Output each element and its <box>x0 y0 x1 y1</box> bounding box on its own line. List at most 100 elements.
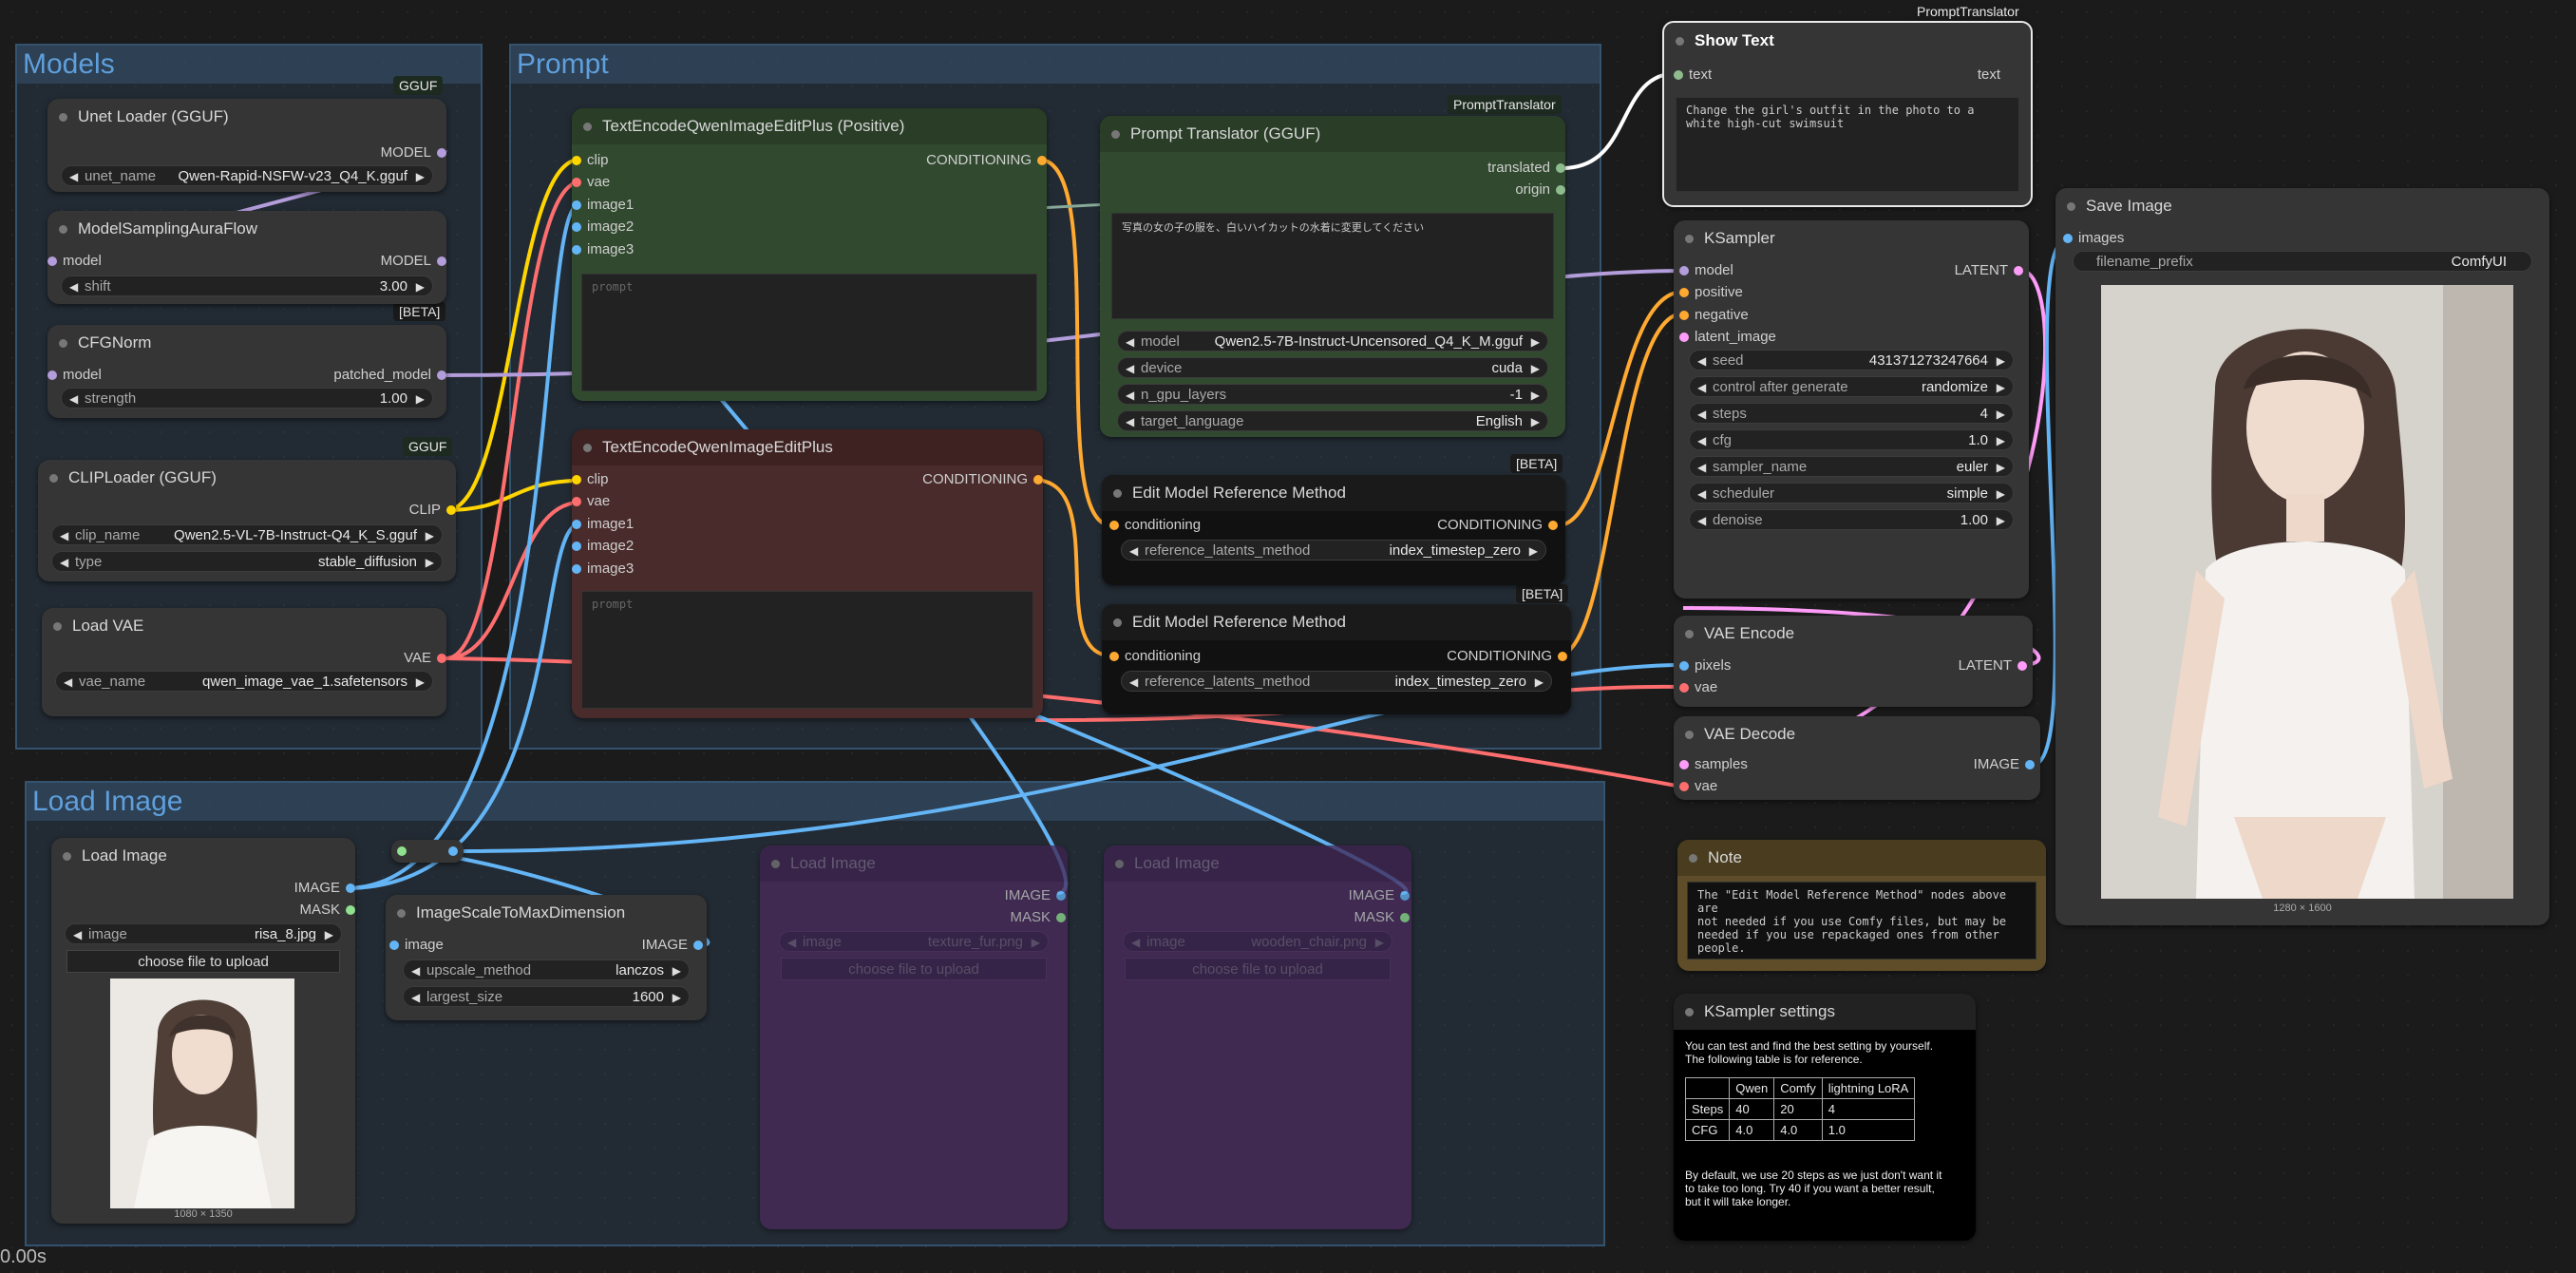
output-vae[interactable]: VAE <box>256 648 446 669</box>
node-vae-encode[interactable]: VAE Encode pixels vae LATENT <box>1674 616 2033 707</box>
input-model[interactable]: model <box>47 365 237 386</box>
input-model[interactable]: model <box>1679 260 1822 281</box>
input-vae[interactable]: vae <box>572 491 714 512</box>
input-model[interactable]: model <box>47 251 237 272</box>
node-image-scale-to-max-dimension[interactable]: ImageScaleToMaxDimension image IMAGE ◀up… <box>386 895 707 1020</box>
output-patched-model[interactable]: patched_model <box>237 365 446 386</box>
output-image[interactable]: IMAGE <box>1267 885 1410 906</box>
input-conditioning[interactable]: conditioning <box>1109 646 1299 667</box>
output-image[interactable]: IMAGE <box>1892 754 2035 775</box>
input-clip[interactable]: clip <box>572 469 714 490</box>
input-latent-image[interactable]: latent_image <box>1679 327 1822 348</box>
node-show-text[interactable]: Show Text text text Change the girl's ou… <box>1662 21 2033 207</box>
reroute-node[interactable] <box>391 840 464 863</box>
input-vae[interactable]: vae <box>1679 677 1822 698</box>
output-conditioning[interactable]: CONDITIONING <box>857 150 1047 171</box>
input-image1[interactable]: image1 <box>572 195 714 216</box>
output-image[interactable]: IMAGE <box>560 935 703 956</box>
node-note[interactable]: Note The "Edit Model Reference Method" n… <box>1677 840 2046 971</box>
node-text-encode-negative[interactable]: TextEncodeQwenImageEditPlus clip vae ima… <box>572 429 1043 718</box>
input-clip[interactable]: clip <box>572 150 714 171</box>
node-edit-model-reference-2[interactable]: Edit Model Reference Method conditioning… <box>1102 604 1571 714</box>
output-mask[interactable]: MASK <box>1267 907 1410 928</box>
prompt-textarea[interactable]: prompt <box>581 274 1037 391</box>
input-conditioning[interactable]: conditioning <box>1109 515 1299 536</box>
output-image[interactable]: IMAGE <box>213 878 355 899</box>
n-gpu-layers-number[interactable]: ◀n_gpu_layers-1▶ <box>1117 384 1548 405</box>
input-images[interactable]: images <box>2063 228 2206 249</box>
node-model-sampling[interactable]: ModelSamplingAuraFlow model MODEL ◀shift… <box>47 211 446 304</box>
choose-file-upload-button[interactable]: choose file to upload <box>1125 958 1391 980</box>
output-latent[interactable]: LATENT <box>1885 656 2027 676</box>
node-ksampler-settings[interactable]: KSampler settings You can test and find … <box>1674 994 1976 1241</box>
output-conditioning[interactable]: CONDITIONING <box>1368 515 1558 536</box>
input-vae[interactable]: vae <box>1679 776 1822 797</box>
input-image3[interactable]: image3 <box>572 559 714 580</box>
node-ksampler[interactable]: KSampler model positive negative latent_… <box>1674 220 2029 598</box>
output-conditioning[interactable]: CONDITIONING <box>853 469 1043 490</box>
input-image2[interactable]: image2 <box>572 217 714 238</box>
node-prompt-translator[interactable]: Prompt Translator (GGUF) translated orig… <box>1100 116 1565 437</box>
prompt-text-area[interactable]: 写真の女の子の服を、白いハイカットの水着に変更してください <box>1111 213 1554 319</box>
input-image1[interactable]: image1 <box>572 514 714 535</box>
output-text[interactable]: text <box>1977 66 2000 83</box>
prompt-textarea[interactable]: prompt <box>581 591 1033 709</box>
output-conditioning[interactable]: CONDITIONING <box>1377 646 1567 667</box>
node-edit-model-reference-1[interactable]: Edit Model Reference Method conditioning… <box>1102 475 1565 585</box>
output-model[interactable]: MODEL <box>256 251 446 272</box>
input-negative[interactable]: negative <box>1679 305 1822 326</box>
input-vae[interactable]: vae <box>572 172 714 193</box>
choose-file-upload-button[interactable]: choose file to upload <box>66 950 340 973</box>
output-image[interactable]: IMAGE <box>923 885 1066 906</box>
input-image2[interactable]: image2 <box>572 536 714 557</box>
node-vae-decode[interactable]: VAE Decode samples vae IMAGE <box>1674 716 2040 800</box>
input-positive[interactable]: positive <box>1679 282 1822 303</box>
input-image3[interactable]: image3 <box>572 239 714 260</box>
output-mask[interactable]: MASK <box>923 907 1066 928</box>
output-mask[interactable]: MASK <box>213 900 355 921</box>
input-image[interactable]: image <box>389 935 532 956</box>
choose-file-upload-button[interactable]: choose file to upload <box>781 958 1047 980</box>
node-text-encode-positive[interactable]: TextEncodeQwenImageEditPlus (Positive) c… <box>572 108 1047 401</box>
input-pixels[interactable]: pixels <box>1679 656 1822 676</box>
output-clip[interactable]: CLIP <box>266 500 456 521</box>
output-latent[interactable]: LATENT <box>1881 260 2023 281</box>
output-origin[interactable]: origin <box>1375 180 1565 200</box>
input-samples[interactable]: samples <box>1679 754 1822 775</box>
note-text[interactable]: The "Edit Model Reference Method" nodes … <box>1687 882 2036 960</box>
output-model[interactable]: MODEL <box>256 142 446 163</box>
input-text[interactable]: text <box>1674 65 1816 86</box>
